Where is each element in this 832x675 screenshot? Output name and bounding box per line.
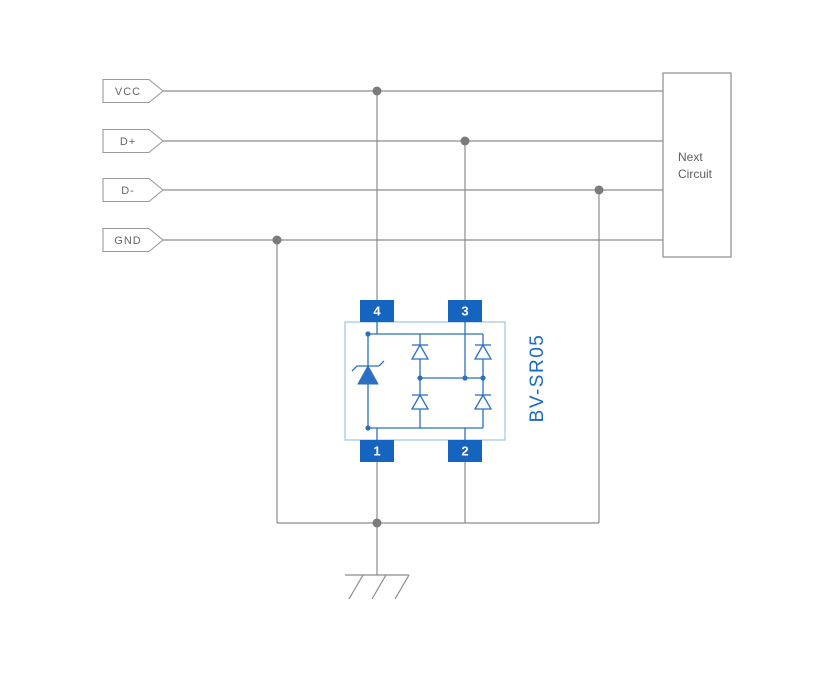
internal-dot [480,375,486,381]
tvs-ic: 4 3 1 2 BV-SR05 [344,300,548,462]
zener-diode-icon [351,360,385,385]
junction-dot-dplus [460,136,470,146]
net-tag-dplus: D+ [102,128,164,154]
next-circuit-block: Next Circuit [662,72,732,258]
zener-bar-hooks [351,360,385,372]
net-flag-shape [102,78,164,104]
junction-dot-bottom [372,518,382,528]
ground-hatch-3 [394,574,410,600]
internal-dot [365,425,371,431]
pin-2 [448,440,482,462]
net-tag-dminus: D- [102,177,164,203]
pin-1-number: 1 [373,444,380,459]
net-flag-shape [102,227,164,253]
net-tag-vcc: VCC [102,78,164,104]
pin-4 [360,300,394,322]
junction-dot-gnd [272,235,282,245]
net-flag-shape [102,128,164,154]
diode-right-upper-icon [473,343,493,360]
junction-dots [272,86,604,528]
net-flag-shape [102,177,164,203]
ground-symbol-icon [345,574,410,600]
diode-right-lower-icon [473,393,493,410]
next-circuit-box [662,72,732,258]
zener-triangle [357,364,379,385]
diode-triangle [473,393,493,410]
diode-middle-lower-icon [410,393,430,410]
net-label-gnd: GND [114,235,141,247]
wires [163,90,663,575]
diode-middle-upper-icon [410,343,430,360]
pin-1 [360,440,394,462]
net-label-dminus: D- [121,185,135,197]
diode-triangle [410,343,430,360]
net-tag-gnd: GND [102,227,164,253]
ic-pins: 4 3 1 2 [360,300,482,462]
net-label-vcc: VCC [115,86,141,98]
ground-hatch-1 [348,574,364,600]
part-number-label: BV-SR05 [527,334,548,423]
diode-triangle [473,343,493,360]
pin-3-number: 3 [461,304,468,319]
ic-internal-schematic [351,322,493,440]
next-circuit-label-line1: Next [678,150,703,164]
internal-dot [462,375,468,381]
pin-3 [448,300,482,322]
junction-dot-vcc [372,86,382,96]
internal-dot [417,375,423,381]
next-circuit-label-line2: Circuit [678,167,713,181]
junction-dot-dminus [594,185,604,195]
pin-2-number: 2 [461,444,468,459]
net-label-dplus: D+ [120,136,136,148]
pin-4-number: 4 [373,304,381,319]
diode-triangle [410,393,430,410]
internal-dot [365,331,371,337]
ground-hatch-2 [371,574,387,600]
